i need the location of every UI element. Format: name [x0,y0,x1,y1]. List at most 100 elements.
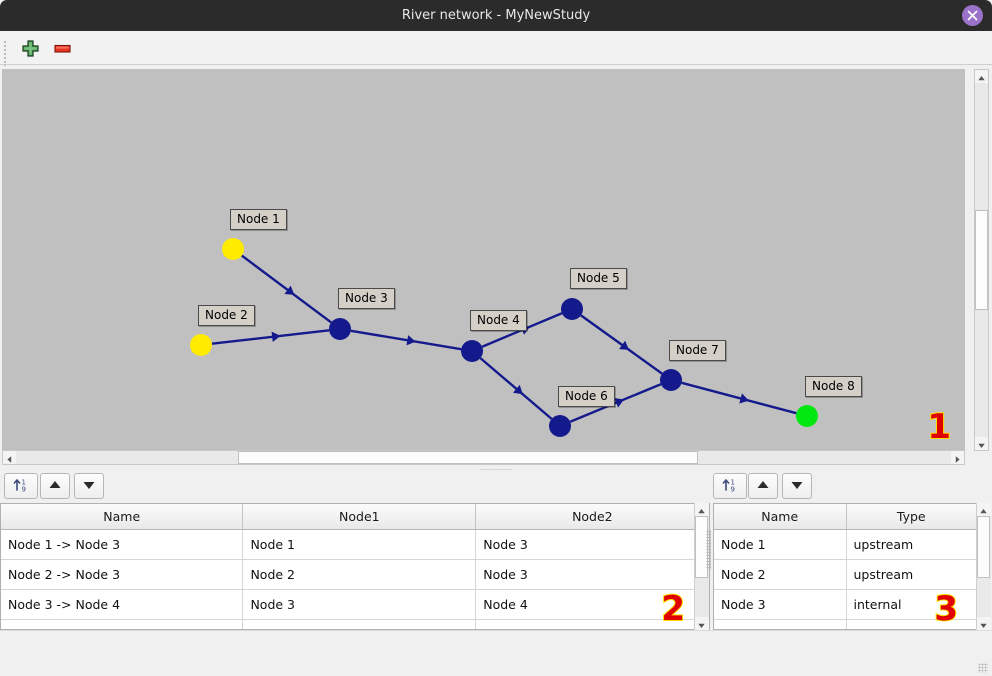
links-table-cell[interactable]: Node 3 -> Node 4 [1,589,244,620]
nodes-table-row[interactable]: Node 4internal [714,619,976,629]
nodes-table-cell[interactable]: Node 3 [714,589,847,620]
nodes-table-cell[interactable]: internal [846,589,976,620]
nodes-panel-toolbar: 1 9 [713,473,833,499]
graph-node-node-5[interactable] [561,298,583,320]
nodes-scroll-up-icon[interactable] [977,503,990,516]
nodes-scroll-down-icon[interactable] [977,617,990,630]
annotation-number-2: 2 [660,589,686,629]
main-toolbar [0,31,992,79]
graph-scroll-down-icon[interactable] [975,437,988,450]
window-resize-grip[interactable] [978,663,988,673]
network-graph-canvas[interactable]: Node 1 Node 2 Node 3 Node 4 Node 5 Node 6 Node… [2,69,965,451]
graph-node-label-node-2[interactable]: Node 2 [198,305,255,326]
delete-node-icon[interactable] [53,39,72,58]
title-bar: River network - MyNewStudy [0,0,992,31]
links-table-column-header[interactable]: Name [1,504,244,530]
nodes-table-cell[interactable]: Node 1 [714,529,847,560]
svg-text:1: 1 [731,479,735,487]
graph-edge[interactable] [479,357,553,420]
graph-node-node-7[interactable] [660,369,682,391]
links-table-cell[interactable]: Node 3 [475,559,709,590]
graph-edge[interactable] [569,383,662,423]
links-table-cell[interactable]: Node 3 [475,529,709,560]
graph-node-label-node-1[interactable]: Node 1 [230,209,287,230]
links-scroll-up-icon[interactable] [695,503,708,516]
graph-edge[interactable] [241,254,332,324]
links-table-cell[interactable]: Node 2 -> Node 3 [1,559,244,590]
nodes-sort-icon[interactable]: 1 9 [713,473,747,499]
annotation-number-3: 3 [933,589,959,629]
nodes-move-up-icon[interactable] [748,473,778,499]
graph-node-label-node-4[interactable]: Node 4 [470,310,527,331]
graph-scroll-right-icon[interactable] [951,451,964,464]
graph-node-node-4[interactable] [461,340,483,362]
graph-edge[interactable] [350,329,462,351]
nodes-table-column-header[interactable]: Name [714,504,847,530]
toolbar-drag-handle[interactable] [4,39,9,79]
nodes-table-cell[interactable]: Node 4 [714,619,847,629]
svg-text:9: 9 [731,486,735,494]
links-move-down-icon[interactable] [74,473,104,499]
graph-scroll-left-icon[interactable] [3,451,16,464]
graph-vscroll-thumb[interactable] [975,210,988,310]
links-table-column-header[interactable]: Node1 [242,504,477,530]
graph-edge[interactable] [681,381,797,415]
nodes-table-cell[interactable]: upstream [846,529,976,560]
graph-node-node-2[interactable] [190,334,212,356]
graph-edge-arrow [406,335,416,346]
graph-edge[interactable] [580,314,663,375]
links-table-column-header[interactable]: Node2 [475,504,709,530]
graph-node-label-node-8[interactable]: Node 8 [805,376,862,397]
graph-node-node-3[interactable] [329,318,351,340]
graph-scroll-up-icon[interactable] [975,70,988,83]
nodes-move-down-icon[interactable] [782,473,812,499]
tables-splitter-grip[interactable] [706,530,711,570]
nodes-table-scrollbar[interactable] [976,503,991,630]
graph-edge-arrow [284,285,295,295]
links-move-up-icon[interactable] [40,473,70,499]
graph-hscroll-thumb[interactable] [238,451,698,464]
links-table-cell[interactable]: Node 4 [475,589,709,620]
close-icon[interactable] [962,5,983,26]
links-table-cell[interactable]: Node 2 [242,559,477,590]
graph-horizontal-scrollbar[interactable] [2,450,965,465]
graph-node-label-node-3[interactable]: Node 3 [338,288,395,309]
links-scroll-down-icon[interactable] [695,617,708,630]
nodes-table-cell[interactable]: Node 2 [714,559,847,590]
svg-text:1: 1 [22,479,26,487]
graph-edge-arrow [512,384,523,395]
links-table-cell[interactable]: Node 1 [242,529,477,560]
links-table-cell[interactable]: Node 1 -> Node 3 [1,529,244,560]
add-node-icon[interactable] [21,39,40,58]
graph-node-node-1[interactable] [222,238,244,260]
links-table-cell[interactable]: Node 3 [242,589,477,620]
nodes-table-cell[interactable]: internal [846,619,976,629]
graph-node-label-node-6[interactable]: Node 6 [558,386,615,407]
graph-edge[interactable] [211,329,330,345]
links-table-scrollbar[interactable] [694,503,709,630]
links-sort-icon[interactable]: 1 9 [4,473,38,499]
graph-node-node-8[interactable] [796,405,818,427]
graph-node-node-6[interactable] [549,415,571,437]
svg-text:9: 9 [22,486,26,494]
links-table-cell[interactable]: Node 4 -> Node 5 [1,619,244,629]
graph-node-label-node-5[interactable]: Node 5 [570,268,627,289]
graph-vertical-scrollbar[interactable] [974,69,989,451]
nodes-table-cell[interactable]: upstream [846,559,976,590]
nodes-scroll-thumb[interactable] [977,516,990,578]
graph-node-label-node-7[interactable]: Node 7 [669,340,726,361]
nodes-table-column-header[interactable]: Type [846,504,976,530]
links-table-cell[interactable]: Node 4 [242,619,477,629]
